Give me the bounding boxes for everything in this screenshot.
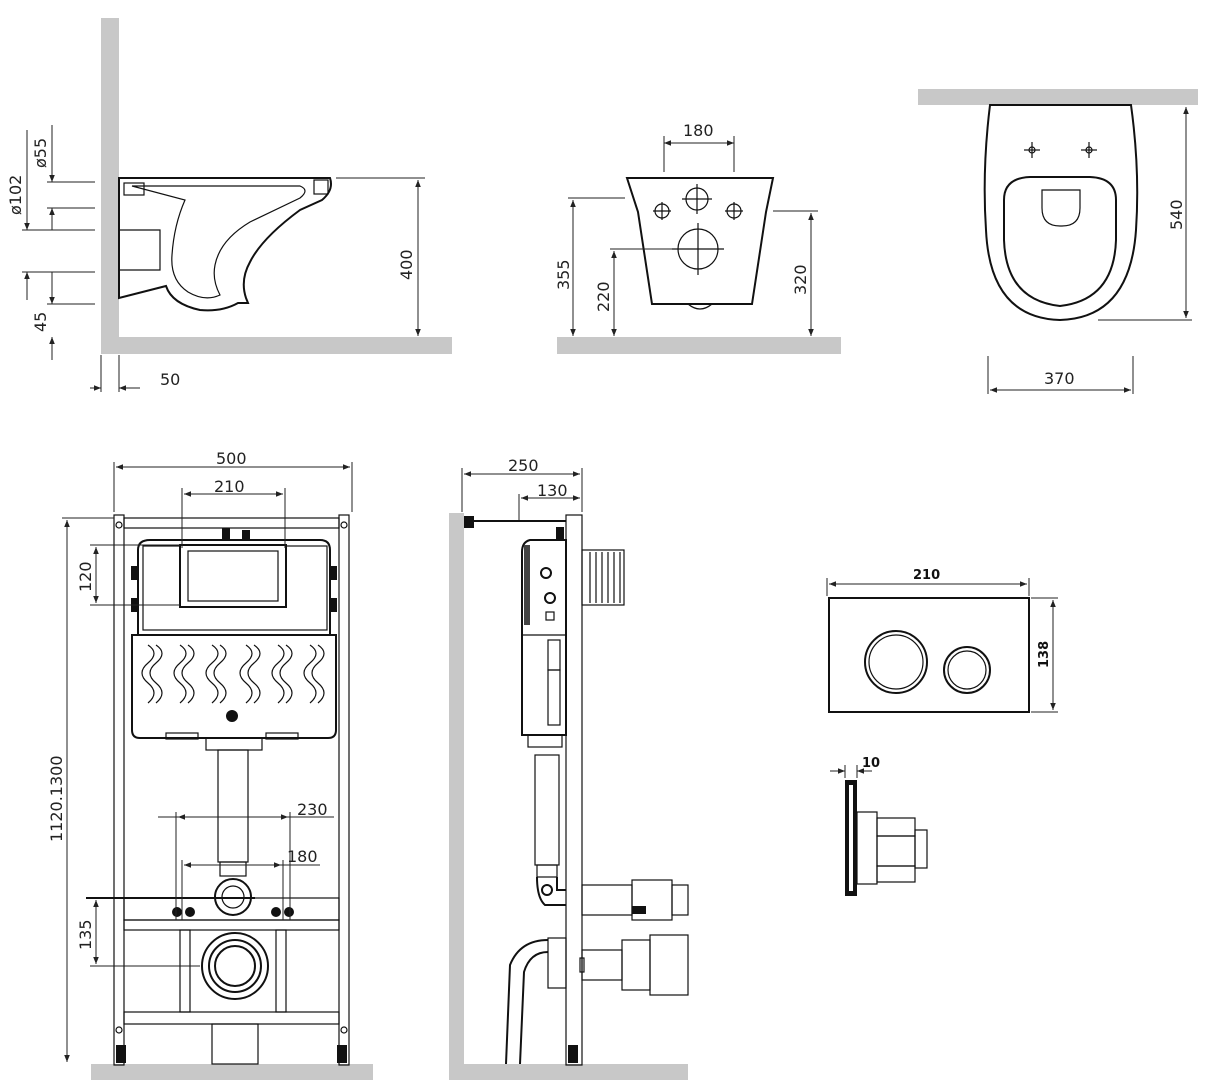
wall: [918, 89, 1198, 105]
dim-540: 540: [1167, 199, 1186, 230]
dim-1120-1300: 1120.1300: [47, 755, 66, 842]
floor: [557, 337, 841, 354]
bowl-inner: [131, 185, 306, 299]
dim-180: 180: [683, 121, 714, 140]
floor: [101, 337, 452, 354]
dim-120: 120: [76, 561, 95, 592]
small-flush-button: [943, 646, 991, 694]
dim-138: 138: [1037, 641, 1052, 668]
flush-plate-profile: 10: [830, 756, 928, 896]
wall: [449, 513, 464, 1065]
dim-130: 130: [537, 481, 568, 500]
drain-elbow: [505, 939, 549, 1065]
flush-opening: [179, 544, 287, 608]
dim-10: 10: [862, 756, 880, 771]
cistern: [137, 539, 331, 636]
dim-45: 45: [31, 312, 50, 332]
dim-320: 320: [791, 264, 810, 295]
wall: [101, 18, 119, 354]
floor: [91, 1064, 373, 1080]
insulation-pattern: [141, 644, 325, 704]
outlet-pipe: [119, 229, 161, 271]
dim-355: 355: [554, 259, 573, 290]
dim-210-plate: 210: [913, 568, 940, 583]
dim-250: 250: [508, 456, 539, 475]
flush-plate-view: 210 138 10: [826, 568, 1058, 896]
inlet: [123, 182, 145, 196]
floor: [449, 1064, 688, 1080]
drain-outlet: [201, 932, 269, 1000]
rear-lug: [313, 179, 329, 195]
bowl-side-view: ø55 ø102 45 400 50: [6, 18, 452, 392]
dim-135: 135: [76, 919, 95, 950]
seat-outline: [1003, 176, 1117, 308]
dim-210: 210: [214, 477, 245, 496]
dim-55: ø55: [31, 138, 50, 168]
seat-grip: [1041, 189, 1081, 227]
frame-front-view: 500 210 120 1120.1300 230 180 135: [47, 449, 373, 1080]
frame-side-view: 250 130: [449, 456, 689, 1080]
cistern-lower: [131, 634, 337, 739]
dim-50: 50: [160, 370, 180, 389]
flush-plate: [828, 597, 1030, 713]
dim-102: ø102: [6, 175, 25, 215]
dim-370: 370: [1044, 369, 1075, 388]
bowl-outline: [118, 177, 332, 312]
bowl-outline: [625, 177, 775, 305]
dim-220: 220: [594, 281, 613, 312]
dim-180: 180: [287, 847, 318, 866]
large-flush-button: [864, 630, 928, 694]
dim-400: 400: [397, 249, 416, 280]
bowl-outline: [983, 104, 1139, 322]
bowl-front-view: 180 355 220 320: [554, 121, 841, 354]
actuator-box: [581, 549, 625, 606]
dim-500: 500: [216, 449, 247, 468]
dim-230: 230: [297, 800, 328, 819]
bowl-top-view: 540 370: [918, 89, 1198, 394]
